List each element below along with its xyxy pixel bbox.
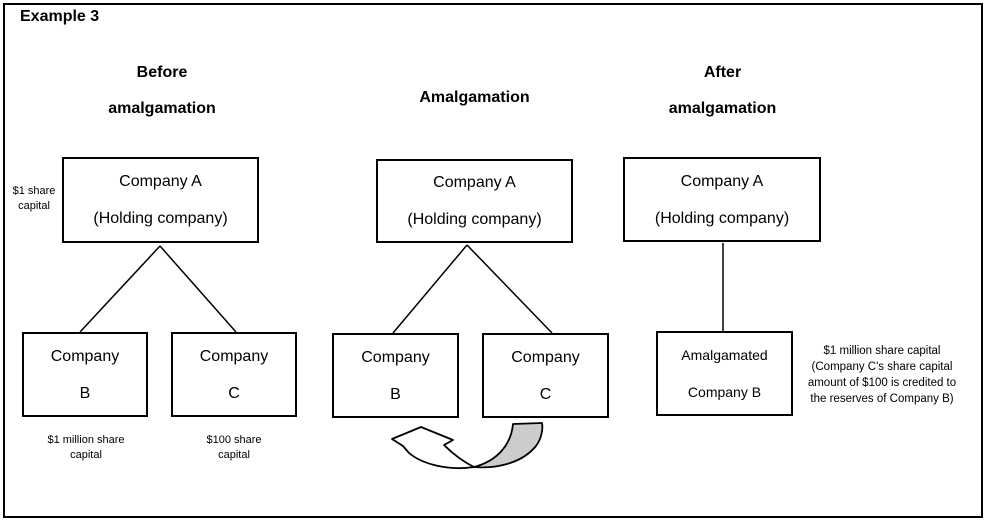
- company-b-box-before: Company B: [22, 332, 148, 417]
- share-capital-note-c: $100 share capital: [206, 434, 262, 461]
- company-c-box-during: Company C: [482, 333, 609, 418]
- company-name: Company A: [680, 172, 764, 190]
- header-line: amalgamation: [108, 100, 216, 117]
- company-name: Company A: [119, 173, 202, 190]
- company-name: Company: [511, 348, 580, 366]
- company-subtitle: (Holding company): [93, 210, 228, 227]
- after-share-capital-note: $1 million share capital (Company C's sh…: [807, 345, 957, 405]
- company-a-box-during: Company A (Holding company): [376, 159, 573, 243]
- header-line: After: [703, 64, 742, 81]
- company-a-box-after: Company A (Holding company): [623, 157, 821, 242]
- header-line: Amalgamation: [419, 89, 530, 106]
- company-c-box-before: Company C: [171, 332, 297, 417]
- company-name: Company: [199, 347, 269, 365]
- amalgamated-company-b-box: Amalgamated Company B: [656, 331, 793, 416]
- company-letter: B: [79, 384, 91, 402]
- after-amalgamation-header: After amalgamation: [623, 55, 822, 127]
- company-name: Company: [361, 348, 430, 366]
- page-title: Example 3: [20, 8, 100, 25]
- company-b-box-during: Company B: [332, 333, 459, 418]
- company-subtitle: (Holding company): [407, 211, 542, 228]
- outer-border: [3, 3, 983, 518]
- company-name: Company B: [687, 383, 762, 400]
- before-amalgamation-header: Before amalgamation: [62, 55, 262, 127]
- company-letter: C: [539, 385, 552, 403]
- company-a-box-before: Company A (Holding company): [62, 157, 259, 243]
- company-name: Amalgamated: [681, 346, 768, 363]
- company-subtitle: (Holding company): [654, 209, 790, 227]
- company-letter: B: [390, 385, 401, 403]
- share-capital-note-a: $1 share capital: [12, 185, 56, 212]
- company-name: Company A: [433, 174, 516, 191]
- share-capital-note-b: $1 million share capital: [47, 434, 125, 461]
- header-line: Before: [136, 64, 188, 81]
- company-name: Company: [50, 347, 120, 365]
- header-line: amalgamation: [668, 100, 777, 117]
- amalgamation-header: Amalgamation: [376, 80, 573, 116]
- company-letter: C: [228, 384, 240, 402]
